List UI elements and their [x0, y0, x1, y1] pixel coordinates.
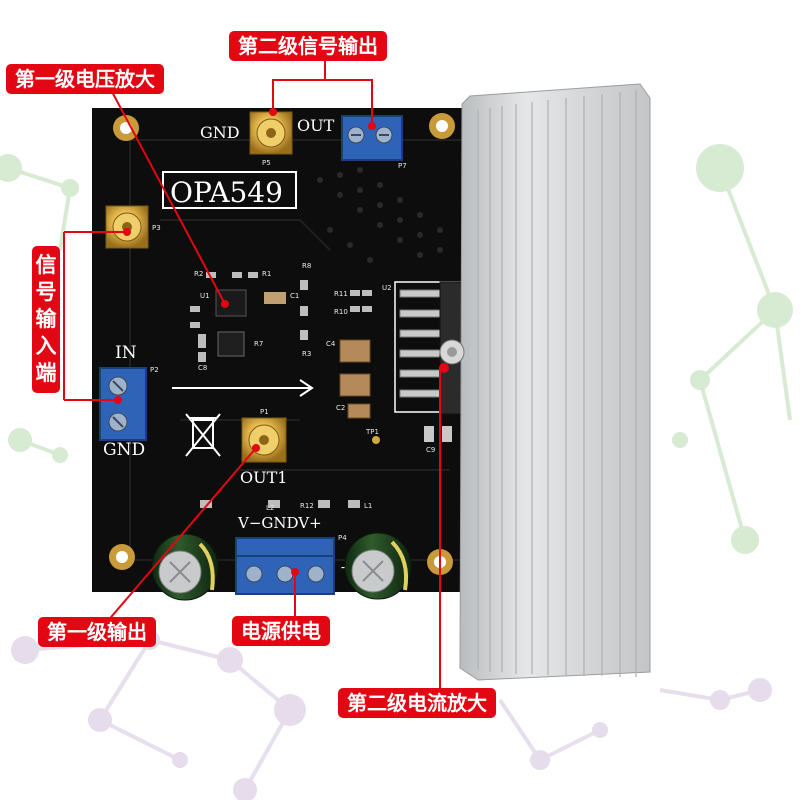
callout-first-stage-output: 第一级输出: [38, 617, 156, 647]
designator-u2: U2: [382, 284, 392, 292]
designator-p7: P7: [398, 162, 407, 170]
terminal-block-power: [235, 537, 335, 595]
designator-p3: P3: [152, 224, 161, 232]
callout-power-supply: 电源供电: [232, 616, 330, 646]
designator-c1: C1: [290, 292, 299, 300]
electrolytic-capacitor-left: [151, 533, 219, 601]
designator-r3: R3: [302, 350, 311, 358]
designator-c4: C4: [326, 340, 336, 348]
designator-p4: P4: [338, 534, 347, 542]
recycle-bin-icon: [185, 413, 221, 457]
designator-r11: R11: [334, 290, 348, 298]
callout-leader-lines: [63, 58, 449, 690]
gnd-top-label: GND: [200, 123, 240, 142]
electrolytic-capacitor-right: [344, 532, 412, 600]
callout-signal-input-char-5: 端: [35, 361, 57, 385]
out-top-label: OUT: [297, 116, 335, 135]
sma-connector-p3: [105, 205, 149, 249]
callout-signal-input-char-2: 号: [35, 280, 57, 304]
power-label: V−GNDV+: [237, 514, 322, 532]
callout-second-stage-signal-output: 第二级信号输出: [229, 31, 387, 61]
callout-signal-input-terminal: 信 号 输 入 端: [32, 246, 60, 393]
signal-arrow: [172, 379, 314, 397]
callout-signal-input-char-3: 输: [35, 307, 57, 331]
designator-l1: L1: [364, 502, 372, 510]
callout-signal-input-char-1: 信: [35, 253, 57, 277]
designator-c2: C2: [336, 404, 345, 412]
designator-p1: P1: [260, 408, 269, 416]
designator-r2: R2: [194, 270, 203, 278]
designator-r1: R1: [262, 270, 271, 278]
gnd-left-label: GND: [103, 440, 145, 460]
out1-label: OUT1: [240, 468, 287, 487]
sma-connector-p5: [249, 111, 293, 155]
callout-second-stage-current-amp: 第二级电流放大: [338, 688, 496, 718]
designator-c9: C9: [426, 446, 435, 454]
designator-r10: R10: [334, 308, 348, 316]
designator-r8: R8: [302, 262, 311, 270]
callout-signal-input-char-4: 入: [35, 334, 57, 358]
designator-l2: L2: [266, 504, 274, 512]
in-label: IN: [115, 343, 137, 363]
designator-r7: R7: [254, 340, 263, 348]
designator-tp1: TP1: [365, 428, 379, 436]
designator-r12: R12: [300, 502, 314, 510]
terminal-block-in: [99, 367, 147, 441]
designator-p5: P5: [262, 159, 271, 167]
designator-c8: C8: [198, 364, 207, 372]
chip-label: OPA549: [170, 176, 283, 209]
callout-first-stage-voltage-amp: 第一级电压放大: [6, 64, 164, 94]
designator-p2: P2: [150, 366, 159, 374]
smd-components: [190, 272, 452, 508]
heatsink: [439, 83, 651, 681]
chip-label-box: OPA549: [162, 171, 297, 209]
mounting-holes: [109, 113, 455, 575]
designator-u1: U1: [200, 292, 210, 300]
designator-labels: P5 P7 P3 P2 P1 P4 U1 U2 R2 R1 R3 R7 R8 R…: [150, 159, 435, 542]
